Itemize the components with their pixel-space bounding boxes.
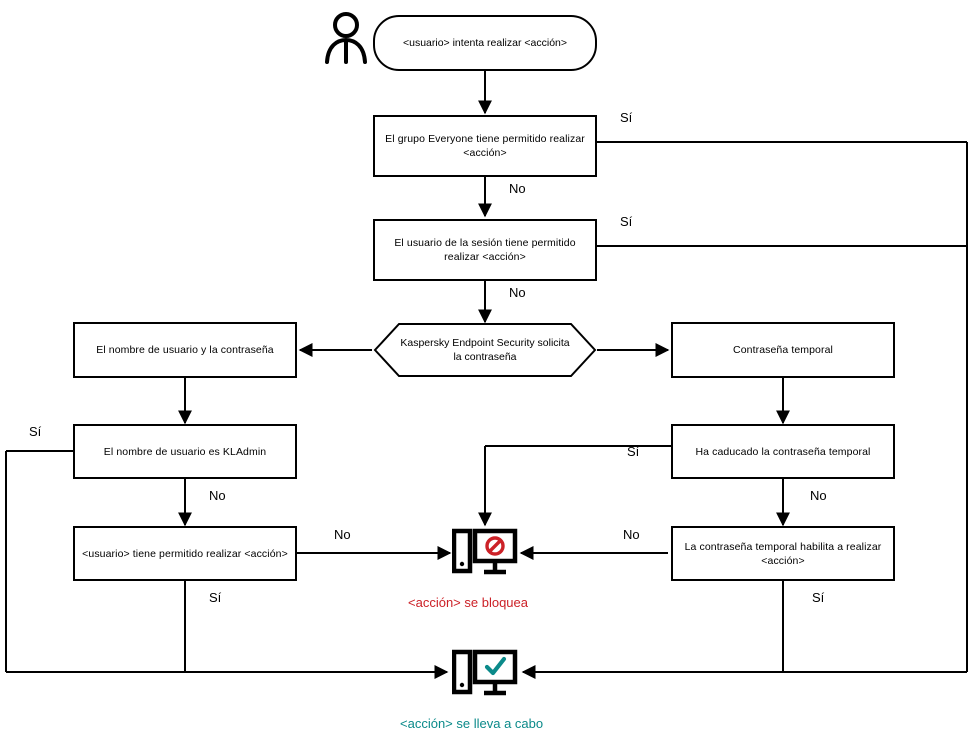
node-username-is-kladmin-label: El nombre de usuario es KLAdmin: [103, 445, 267, 458]
node-password-prompt: Kaspersky Endpoint Security solicita la …: [373, 322, 597, 378]
node-everyone-allowed: El grupo Everyone tiene permitido realiz…: [373, 115, 597, 177]
node-session-user-allowed-label: El usuario de la sesión tiene permitido …: [394, 237, 576, 263]
edge-label-session-no: No: [509, 285, 526, 300]
edge-label-temp-enables-no: No: [623, 527, 640, 542]
node-start: <usuario> intenta realizar <acción>: [373, 15, 597, 71]
edge-label-kladmin-yes: Sí: [29, 424, 42, 439]
edge-label-user-allowed-yes: Sí: [209, 590, 222, 605]
node-username-password-label: El nombre de usuario y la contraseña: [96, 344, 274, 356]
edge-label-everyone-no: No: [509, 181, 526, 196]
node-user-allowed: <usuario> tiene permitido realizar <acci…: [73, 526, 297, 581]
computer-check-icon: [451, 648, 518, 700]
node-start-label: <usuario> intenta realizar <acción>: [402, 37, 568, 49]
node-username-is-kladmin: El nombre de usuario es KLAdmin: [73, 424, 297, 479]
node-temp-password-enables: La contraseña temporal habilita a realiz…: [671, 526, 895, 581]
edge-label-user-allowed-no: No: [334, 527, 351, 542]
terminal-label-success: <acción> se lleva a cabo: [400, 716, 544, 731]
node-everyone-allowed-label: El grupo Everyone tiene permitido realiz…: [385, 133, 585, 159]
node-temp-password-enables-label: La contraseña temporal habilita a realiz…: [684, 540, 882, 567]
node-temp-password-expired: Ha caducado la contraseña temporal: [671, 424, 895, 479]
node-session-user-allowed: El usuario de la sesión tiene permitido …: [373, 219, 597, 281]
edge-label-everyone-yes: Sí: [620, 110, 633, 125]
node-user-allowed-label: <usuario> tiene permitido realizar <acci…: [82, 547, 288, 560]
computer-blocked-icon: [451, 527, 518, 579]
terminal-label-blocked: <acción> se bloquea: [408, 595, 528, 610]
node-username-password: El nombre de usuario y la contraseña: [73, 322, 297, 378]
edge-label-expired-no: No: [810, 488, 827, 503]
node-temp-password-expired-label: Ha caducado la contraseña temporal: [695, 445, 871, 458]
node-temporary-password: Contraseña temporal: [671, 322, 895, 378]
edge-label-session-yes: Sí: [620, 214, 633, 229]
user-icon: [324, 10, 368, 68]
node-password-prompt-label: Kaspersky Endpoint Security solicita la …: [400, 337, 570, 363]
edge-label-expired-yes: Sí: [627, 444, 640, 459]
node-temporary-password-label: Contraseña temporal: [733, 344, 833, 356]
edge-label-kladmin-no: No: [209, 488, 226, 503]
edge-label-temp-enables-yes: Sí: [812, 590, 825, 605]
